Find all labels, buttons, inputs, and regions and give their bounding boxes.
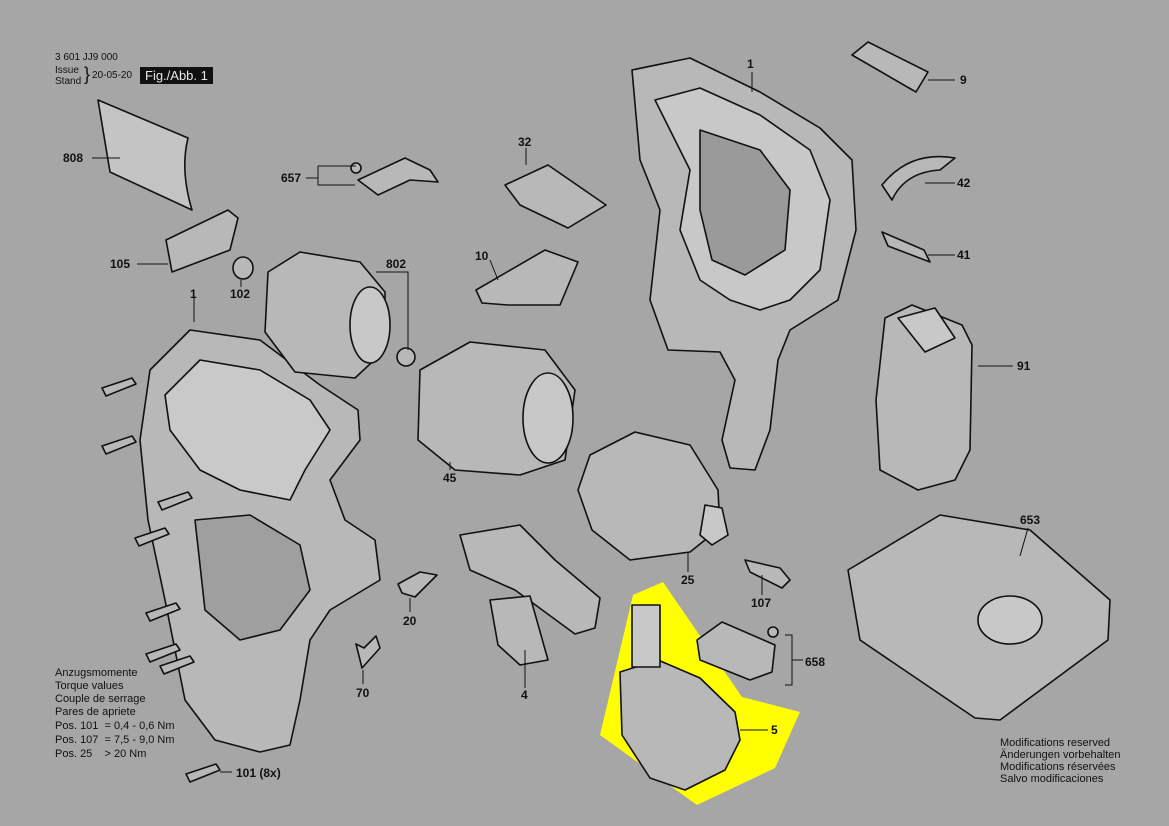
part-label-802: 802 bbox=[386, 257, 407, 271]
cover-105 bbox=[165, 209, 239, 273]
figure-label: Fig./Abb. 1 bbox=[140, 67, 213, 84]
torque-title-es: Pares de apriete bbox=[55, 706, 136, 718]
part-label-10: 10 bbox=[475, 249, 489, 263]
part-label-657: 657 bbox=[281, 171, 302, 185]
screws-101 bbox=[101, 377, 221, 783]
part-label-20: 20 bbox=[403, 614, 417, 628]
part-label-653: 653 bbox=[1020, 513, 1041, 527]
part-label-4: 4 bbox=[521, 688, 528, 702]
part-label-658: 658 bbox=[805, 655, 826, 669]
part-label-91: 91 bbox=[1017, 359, 1031, 373]
part-label-42: 42 bbox=[957, 176, 971, 190]
part-label-32: 32 bbox=[518, 135, 532, 149]
modifications-en: Modifications reserved bbox=[1000, 737, 1111, 749]
label-strip-42 bbox=[881, 155, 956, 201]
brace-icon: } bbox=[84, 64, 91, 84]
part-label-25: 25 bbox=[681, 573, 695, 587]
part-label-9: 9 bbox=[960, 73, 967, 87]
part-label-1-left: 1 bbox=[190, 287, 197, 301]
part-label-70: 70 bbox=[356, 686, 370, 700]
torque-title-en: Torque values bbox=[55, 680, 124, 692]
clip-657 bbox=[357, 157, 439, 196]
leader-lines bbox=[92, 72, 1029, 773]
modifications-de: Änderungen vorbehalten bbox=[1000, 749, 1121, 761]
stand-label: Stand bbox=[55, 76, 82, 87]
part-label-41: 41 bbox=[957, 248, 971, 262]
label-strip-41 bbox=[881, 231, 931, 263]
part-label-808: 808 bbox=[63, 151, 84, 165]
clip-20 bbox=[397, 571, 438, 598]
torque-title-fr: Couple de serrage bbox=[55, 693, 146, 705]
part-label-105: 105 bbox=[110, 257, 131, 271]
screw-107 bbox=[744, 559, 791, 589]
cover-658 bbox=[696, 621, 776, 681]
modifications-es: Salvo modificaciones bbox=[1000, 773, 1104, 785]
part-label-1-top: 1 bbox=[747, 57, 754, 71]
part-label-102: 102 bbox=[230, 287, 251, 301]
part-label-101: 101 (8x) bbox=[236, 766, 281, 780]
torque-title-de: Anzugsmomente bbox=[55, 667, 138, 679]
part-label-5: 5 bbox=[771, 723, 778, 737]
part-label-107: 107 bbox=[751, 596, 772, 610]
part-label-45: 45 bbox=[443, 471, 457, 485]
switch-cover-32 bbox=[504, 164, 607, 229]
doc-number: 3 601 JJ9 000 bbox=[55, 52, 118, 63]
knob-102 bbox=[232, 256, 254, 280]
slider-10 bbox=[475, 249, 579, 306]
issue-date: 20-05-20 bbox=[92, 70, 133, 81]
label-strip-9 bbox=[851, 41, 929, 93]
chuck-25 bbox=[577, 431, 721, 561]
spring-70 bbox=[355, 635, 381, 669]
electronics-4 bbox=[459, 524, 601, 635]
modifications-fr: Modifications réservées bbox=[1000, 761, 1116, 773]
torque-row-25: Pos. 25 > 20 Nm bbox=[55, 748, 147, 760]
issue-label: Issue bbox=[55, 65, 79, 76]
switch-5 bbox=[619, 659, 741, 791]
torque-row-101: Pos. 101 = 0,4 - 0,6 Nm bbox=[55, 720, 175, 732]
torque-row-107: Pos. 107 = 7,5 - 9,0 Nm bbox=[55, 734, 175, 746]
label-sheet-808 bbox=[97, 99, 193, 211]
